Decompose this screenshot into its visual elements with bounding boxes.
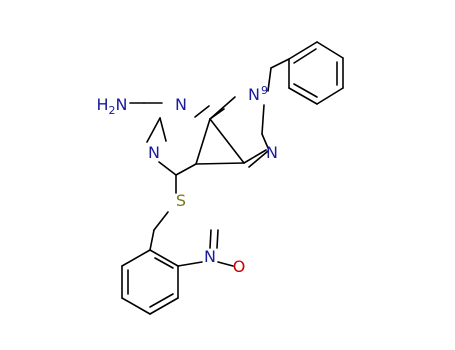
bond xyxy=(217,261,234,267)
atom-n1: N xyxy=(148,143,160,162)
bond xyxy=(216,229,219,249)
bond xyxy=(267,67,272,92)
bond xyxy=(149,293,174,308)
bond xyxy=(195,162,245,165)
bond xyxy=(261,133,269,149)
bond xyxy=(146,117,161,143)
bond xyxy=(209,118,245,164)
atom-n3: N xyxy=(175,95,187,114)
bond xyxy=(177,261,203,267)
bond xyxy=(288,41,318,60)
atom-nitro-o: O xyxy=(233,257,246,276)
bond xyxy=(261,104,265,135)
bond xyxy=(158,161,177,176)
bond-layer xyxy=(121,41,344,315)
bond xyxy=(153,211,169,231)
bond xyxy=(149,297,179,315)
atom-n7: N xyxy=(266,143,278,162)
bond xyxy=(121,249,151,267)
bond xyxy=(288,87,318,105)
atom-n9: N9 xyxy=(248,84,268,104)
bond xyxy=(195,118,211,165)
bond xyxy=(149,249,179,267)
bond xyxy=(316,87,344,105)
bond xyxy=(209,96,236,120)
bond xyxy=(159,117,167,142)
bond xyxy=(194,105,210,118)
bond xyxy=(270,58,290,69)
bond xyxy=(248,150,269,168)
atom-amino: H2N xyxy=(97,95,128,117)
atom-sulfur: S xyxy=(176,191,186,210)
bond xyxy=(293,48,317,64)
bond xyxy=(121,297,151,315)
bond xyxy=(209,229,212,249)
atom-nitro-n: N xyxy=(204,247,216,266)
atom-label-layer: N9 N N N H2N S N O xyxy=(97,84,278,276)
bond xyxy=(243,149,267,164)
bond xyxy=(154,257,174,269)
bond xyxy=(175,163,197,176)
bond xyxy=(316,41,344,59)
bond xyxy=(293,83,318,98)
bond xyxy=(149,229,155,251)
